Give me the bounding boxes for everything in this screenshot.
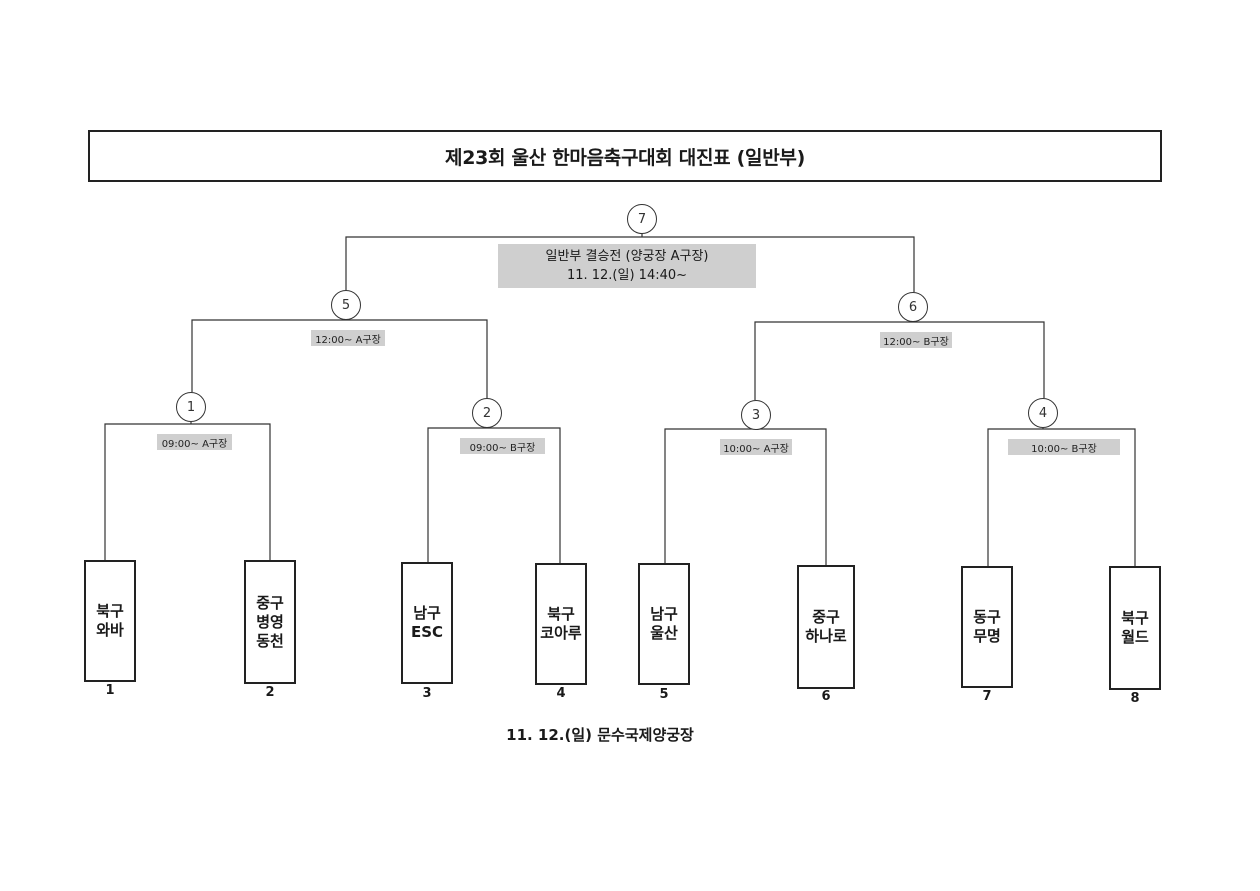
match-3-circle: 3 xyxy=(741,400,771,430)
team-8-line-1: 북구 xyxy=(1121,609,1149,627)
team-box-4: 북구 코아루 xyxy=(535,563,587,685)
page-title: 제23회 울산 한마음축구대회 대진표 (일반부) xyxy=(88,130,1162,182)
match-2-slot: 09:00~ B구장 xyxy=(460,438,545,454)
team-6-line-2: 하나로 xyxy=(805,627,847,645)
match-6-circle: 6 xyxy=(898,292,928,322)
match-7-circle: 7 xyxy=(627,204,657,234)
final-title: 일반부 결승전 (양궁장 A구장) xyxy=(545,249,709,264)
team-5-line-1: 남구 xyxy=(650,605,678,623)
team-4-line-1: 북구 xyxy=(547,605,575,623)
team-2-line-1: 중구 xyxy=(256,593,284,612)
team-7-line-2: 무명 xyxy=(973,627,1001,645)
team-6-line-1: 중구 xyxy=(812,608,840,626)
team-2-line-2: 병영 xyxy=(256,612,284,631)
team-box-6: 중구 하나로 xyxy=(797,565,855,689)
qf-2-bracket xyxy=(427,427,561,563)
team-box-8: 북구 월드 xyxy=(1109,566,1161,690)
team-1-line-1: 북구 xyxy=(96,602,124,620)
match-6-slot: 12:00~ B구장 xyxy=(880,332,952,348)
final-info-box: 일반부 결승전 (양궁장 A구장) 11. 12.(일) 14:40~ xyxy=(498,244,756,288)
match-3-slot: 10:00~ A구장 xyxy=(720,439,792,455)
seed-4: 4 xyxy=(556,686,566,701)
team-3-line-2: ESC xyxy=(410,623,444,641)
match-1-circle: 1 xyxy=(176,392,206,422)
team-3-line-1: 남구 xyxy=(413,604,441,622)
seed-2: 2 xyxy=(265,685,275,700)
final-datetime: 11. 12.(일) 14:40~ xyxy=(566,268,688,283)
venue-date-footer: 11. 12.(일) 문수국제양궁장 xyxy=(506,726,694,744)
qf-4-bracket xyxy=(987,428,1136,566)
team-box-7: 동구 무명 xyxy=(961,566,1013,688)
final-bracket xyxy=(345,234,915,292)
match-5-circle: 5 xyxy=(331,290,361,320)
seed-8: 8 xyxy=(1130,691,1140,706)
team-1-line-2: 와바 xyxy=(96,621,124,639)
match-1-slot: 09:00~ A구장 xyxy=(157,434,232,450)
seed-1: 1 xyxy=(105,683,115,698)
seed-6: 6 xyxy=(821,689,831,704)
match-4-slot: 10:00~ B구장 xyxy=(1008,439,1120,455)
team-2-line-3: 동천 xyxy=(256,631,284,650)
semi-6-bracket xyxy=(754,321,1045,400)
match-2-circle: 2 xyxy=(472,398,502,428)
team-8-line-2: 월드 xyxy=(1121,628,1149,646)
team-box-5: 남구 울산 xyxy=(638,563,690,685)
seed-3: 3 xyxy=(422,686,432,701)
qf-1-bracket xyxy=(104,422,271,560)
team-5-line-2: 울산 xyxy=(650,624,678,642)
semi-5-bracket xyxy=(191,319,488,398)
team-box-1: 북구 와바 xyxy=(84,560,136,682)
team-4-line-2: 코아루 xyxy=(540,624,582,642)
team-box-3: 남구 ESC xyxy=(401,562,453,684)
team-box-2: 중구 병영 동천 xyxy=(244,560,296,684)
seed-5: 5 xyxy=(659,687,669,702)
team-7-line-1: 동구 xyxy=(973,608,1001,626)
match-5-slot: 12:00~ A구장 xyxy=(311,330,385,346)
match-4-circle: 4 xyxy=(1028,398,1058,428)
seed-7: 7 xyxy=(982,689,992,704)
